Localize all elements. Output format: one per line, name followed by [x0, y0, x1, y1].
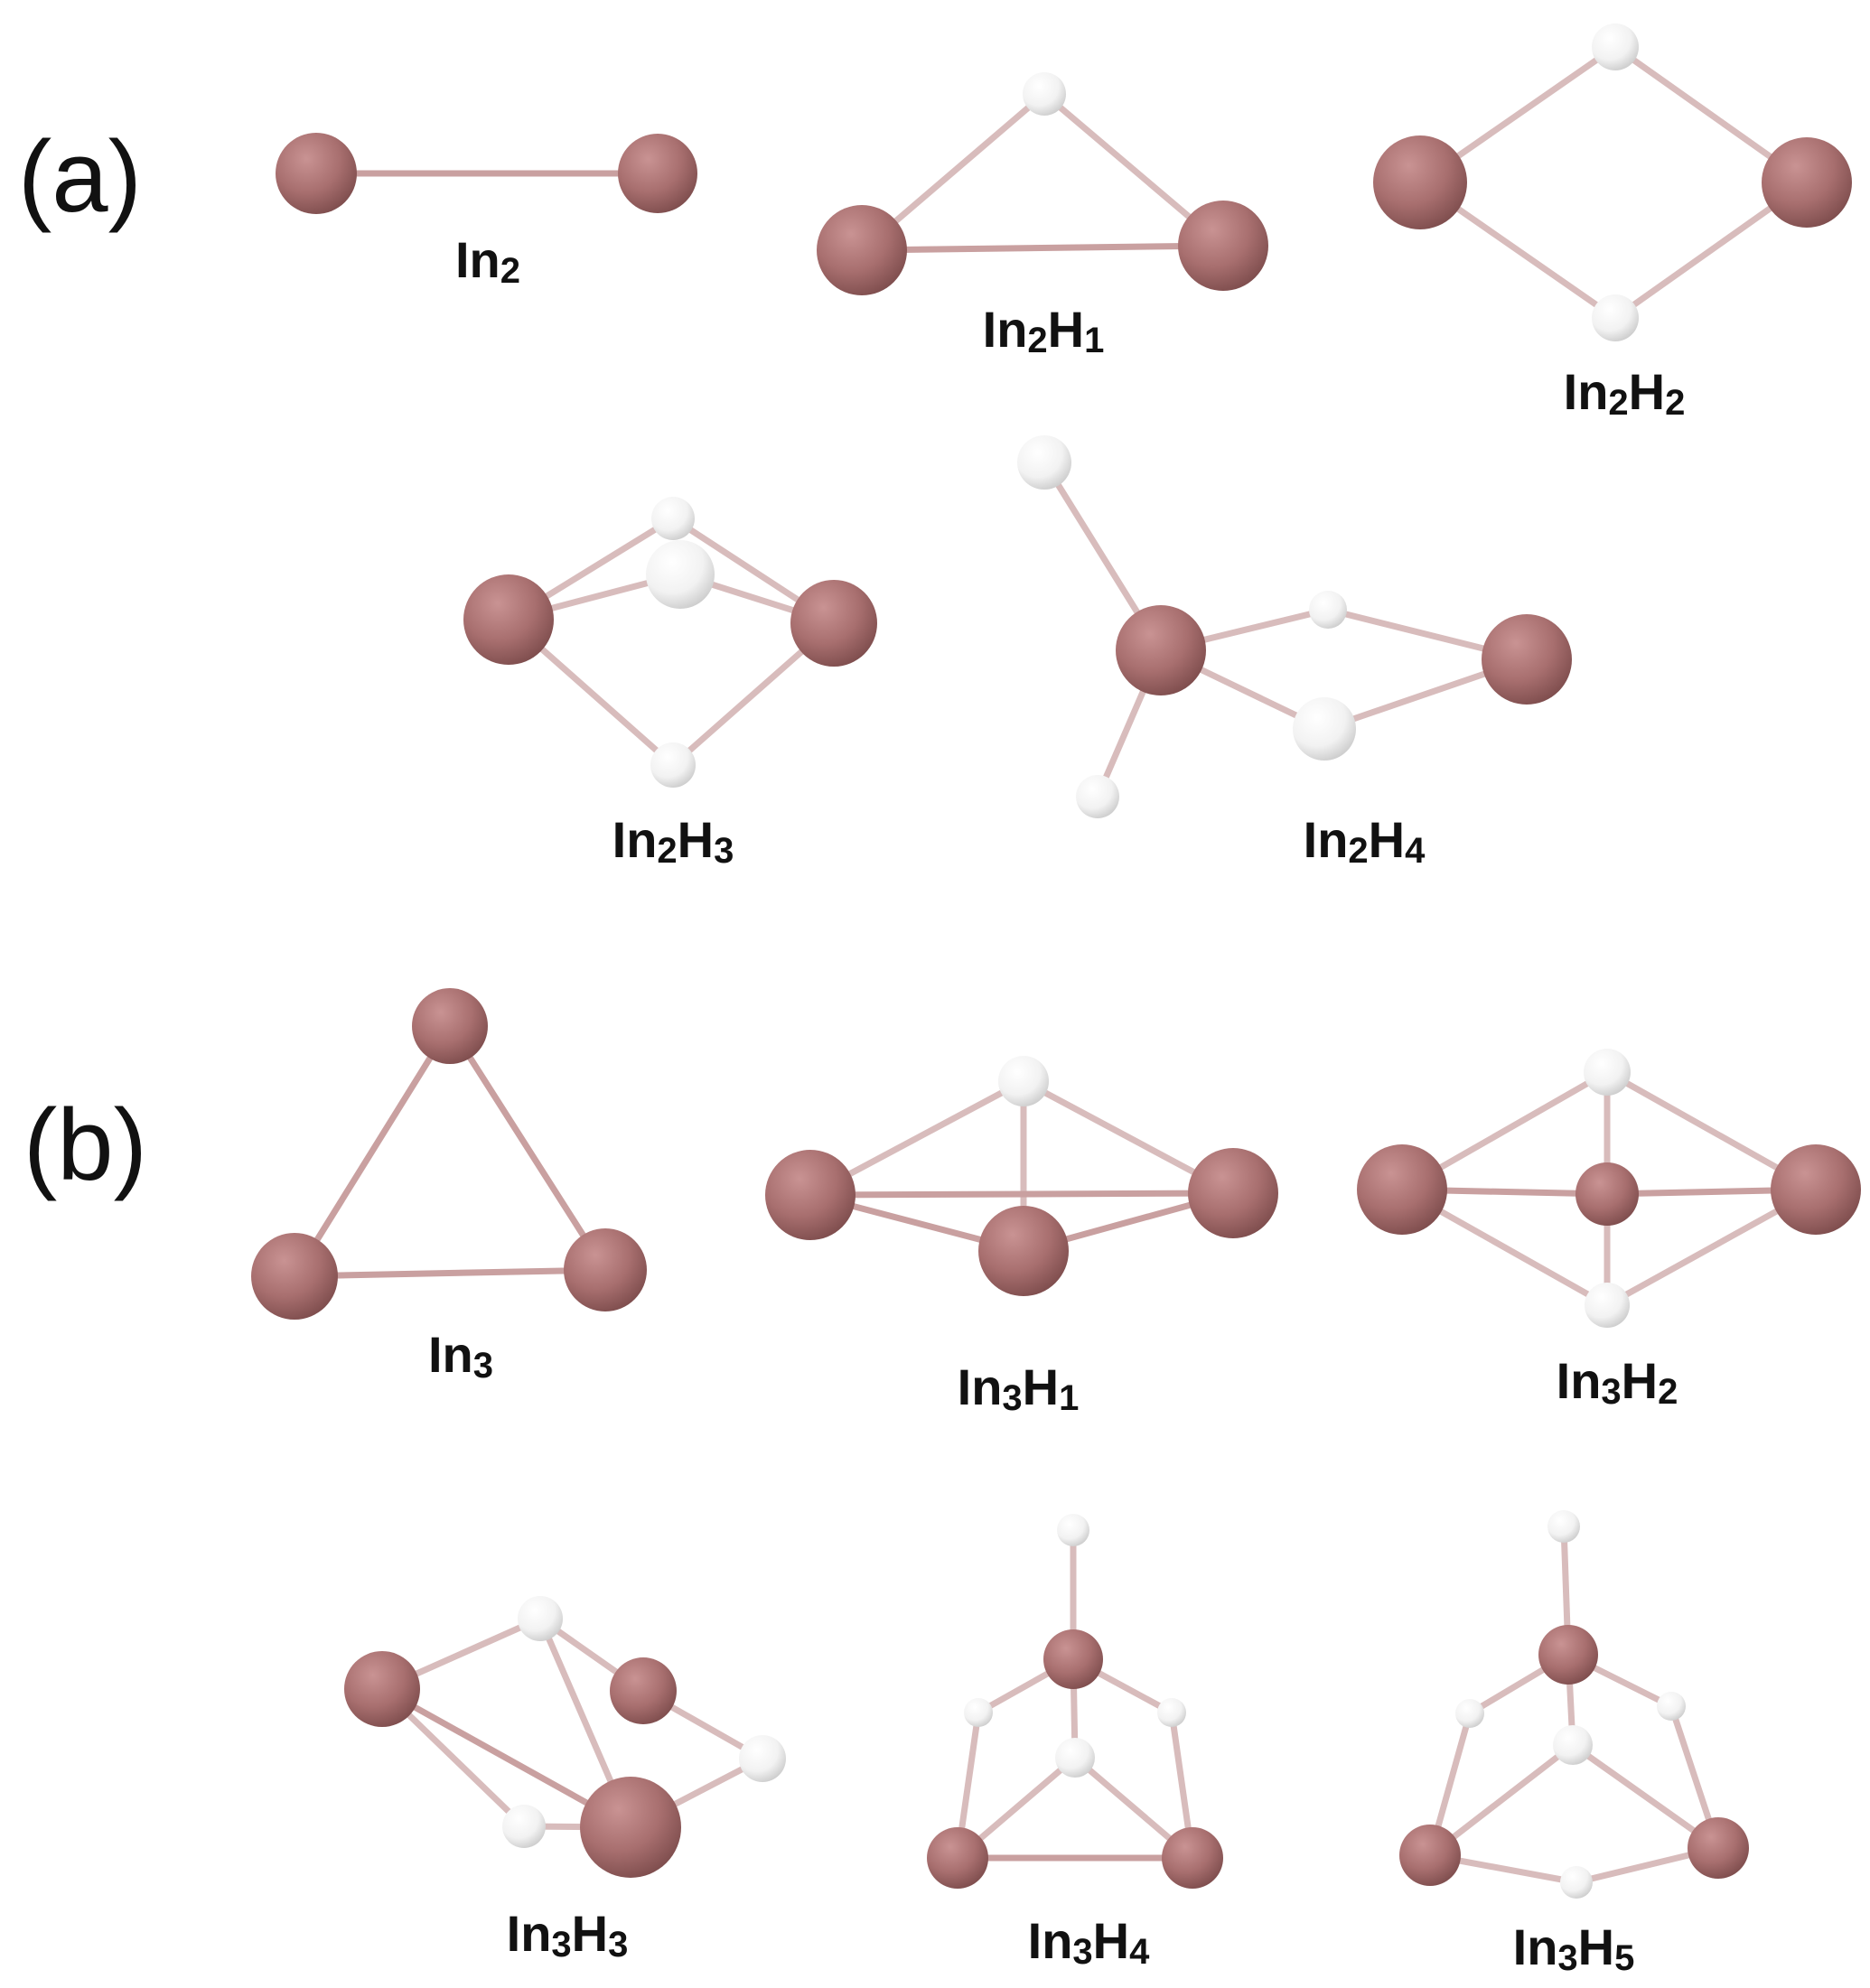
hydrogen-atom — [1584, 1049, 1631, 1096]
molecule-in3h3 — [344, 1596, 786, 1878]
hydrogen-atom — [646, 540, 715, 609]
hydrogen-atom — [964, 1698, 993, 1727]
panel-label-b: (b) — [23, 1088, 147, 1201]
bond — [858, 242, 1227, 254]
bond — [291, 1266, 609, 1280]
indium-atom — [1771, 1144, 1861, 1235]
formula-in3h5: In3H5 — [1512, 1918, 1635, 1978]
indium-atom — [765, 1150, 856, 1240]
molecule-in3h5 — [1399, 1510, 1749, 1899]
formula-in2h2: In2H2 — [1563, 363, 1686, 423]
hydrogen-atom — [739, 1735, 786, 1782]
hydrogen-atom — [651, 497, 695, 540]
hydrogen-atom — [1585, 1283, 1630, 1328]
indium-atom — [1043, 1629, 1103, 1689]
indium-atom — [276, 133, 357, 214]
hydrogen-atom — [1076, 775, 1119, 818]
indium-atom — [1116, 605, 1206, 695]
formula-in3h3: In3H3 — [506, 1905, 629, 1965]
formula-in3h4: In3H4 — [1027, 1912, 1150, 1972]
indium-atom — [412, 988, 488, 1064]
hydrogen-atom — [1657, 1692, 1686, 1721]
indium-atom — [817, 205, 907, 295]
hydrogen-atom — [1309, 591, 1347, 629]
hydrogen-atom — [1592, 23, 1639, 70]
hydrogen-atom — [1157, 1698, 1186, 1727]
molecule-in2h2 — [1373, 23, 1852, 341]
bond — [291, 1022, 453, 1280]
hydrogen-atom — [502, 1805, 546, 1848]
hydrogen-atom — [1455, 1699, 1484, 1728]
hydrogen-atom — [1023, 72, 1066, 116]
indium-atom — [1399, 1825, 1461, 1886]
formula-in2h1: In2H1 — [982, 301, 1105, 360]
molecule-in3h2 — [1357, 1049, 1861, 1328]
hydrogen-atom — [1293, 697, 1356, 761]
bond — [807, 1190, 1237, 1199]
bond — [446, 1022, 609, 1274]
formula-in2h3: In2H3 — [612, 811, 734, 871]
molecule-in3h1 — [765, 1056, 1278, 1296]
molecule-in3 — [251, 988, 647, 1320]
hydrogen-atom — [1547, 1510, 1580, 1543]
indium-atom — [1575, 1162, 1639, 1226]
indium-atom — [1178, 201, 1268, 291]
indium-atom — [580, 1777, 681, 1878]
molecule-in2h1 — [817, 72, 1268, 295]
formula-in2: In2 — [454, 231, 521, 291]
indium-atom — [564, 1228, 647, 1311]
panel-label-a: (a) — [18, 120, 142, 233]
hydrogen-atom — [1553, 1725, 1593, 1765]
hydrogen-atom — [1592, 294, 1639, 341]
hydrogen-atom — [1560, 1866, 1593, 1899]
indium-atom — [1538, 1625, 1598, 1685]
indium-atom — [463, 574, 554, 665]
formula-in2h4: In2H4 — [1303, 811, 1426, 871]
hydrogen-atom — [1055, 1738, 1095, 1778]
molecule-in2 — [276, 133, 697, 214]
indium-atom — [344, 1651, 420, 1727]
indium-atom — [1688, 1817, 1749, 1879]
indium-atom — [978, 1206, 1069, 1296]
formula-in3h1: In3H1 — [957, 1358, 1080, 1418]
formula-in3: In3 — [427, 1326, 494, 1386]
indium-atom — [1188, 1148, 1278, 1238]
indium-atom — [610, 1657, 677, 1724]
indium-atom — [251, 1233, 338, 1320]
hydrogen-atom — [998, 1056, 1049, 1106]
indium-atom — [1357, 1144, 1447, 1235]
molecule-in3h4 — [927, 1514, 1223, 1889]
indium-atom — [1762, 137, 1852, 228]
hydrogen-atom — [650, 742, 696, 788]
indium-atom — [618, 134, 697, 213]
hydrogen-atom — [518, 1596, 563, 1641]
molecule-in2h3 — [463, 497, 877, 788]
indium-atom — [1373, 135, 1467, 229]
hydrogen-atom — [1057, 1514, 1089, 1546]
hydrogen-atom — [1017, 435, 1071, 490]
indium-atom — [790, 580, 877, 667]
indium-atom — [927, 1827, 988, 1889]
molecule-in2h4 — [1017, 435, 1572, 818]
formula-in3h2: In3H2 — [1556, 1352, 1678, 1412]
indium-atom — [1162, 1827, 1223, 1889]
indium-atom — [1482, 614, 1572, 705]
